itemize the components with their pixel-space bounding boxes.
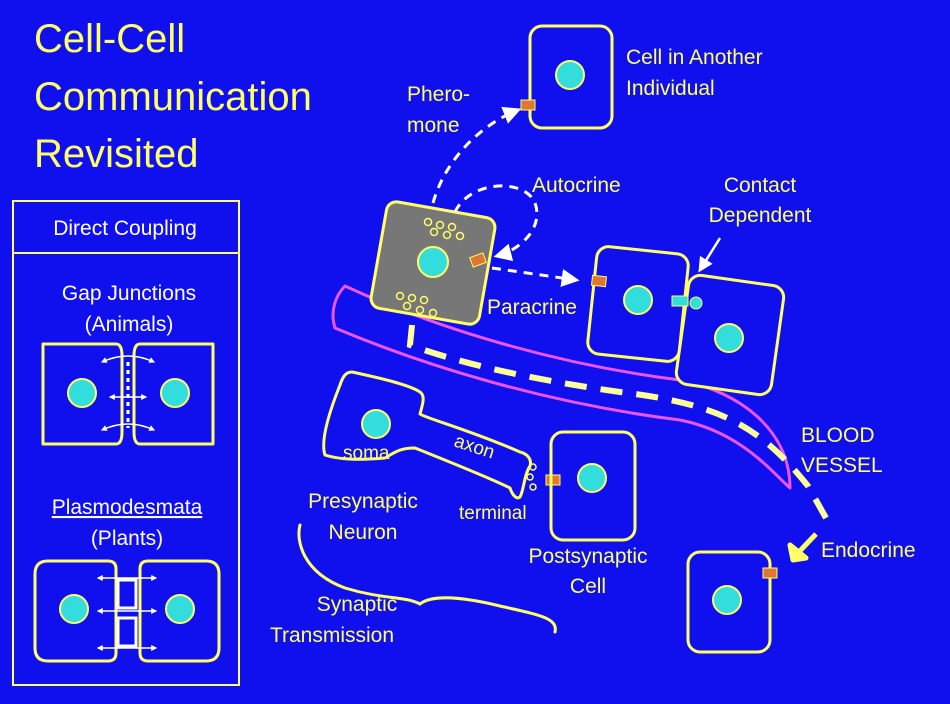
plant-cell-right	[138, 559, 221, 663]
terminal-label: terminal	[459, 503, 527, 524]
receptor-icon	[469, 252, 487, 268]
title-line-2: Communication	[34, 75, 312, 119]
cell-another-label-line2: Individual	[626, 77, 715, 100]
cell-nucleus	[577, 463, 607, 493]
axon-label: axon	[451, 431, 497, 464]
slide-title: Cell-Cell Communication Revisited	[34, 17, 312, 176]
receptor-icon	[590, 274, 608, 288]
cell-another-label-line1: Cell in Another	[626, 46, 763, 69]
autocrine-label: Autocrine	[532, 174, 621, 197]
direct-coupling-panel: Direct Coupling Gap Junctions (Animals) …	[12, 200, 240, 686]
plasmodesmata-label: Plasmodesmata	[52, 496, 203, 519]
blood-vessel	[331, 284, 829, 520]
cell-nucleus	[714, 323, 744, 353]
gap-junction-illustration	[41, 342, 215, 446]
blood-vessel-label: BLOOD VESSEL	[801, 424, 883, 477]
receptor-icon	[545, 474, 561, 486]
presynaptic-neuron	[322, 370, 561, 500]
gap-junctions-sublabel: (Animals)	[85, 313, 174, 336]
title-line-3: Revisited	[34, 132, 199, 176]
plasmodesmata-illustration	[33, 559, 221, 663]
contact-ligand-icon	[689, 296, 703, 310]
panel-frame	[12, 200, 240, 686]
presynaptic-label-line1: Presynaptic	[308, 490, 418, 513]
endocrine-route	[406, 324, 829, 520]
postsynaptic-cell	[549, 430, 637, 542]
gap-exchange-arrow	[100, 355, 156, 363]
plant-cell-left	[33, 559, 118, 663]
pheromone-label-line2: mone	[407, 114, 460, 137]
postsynaptic-label-line1: Postsynaptic	[528, 545, 647, 568]
synaptic-label-line1: Synaptic	[317, 593, 398, 616]
cell-nucleus	[555, 60, 585, 90]
pheromone-arrow	[431, 106, 522, 204]
contact-label-line1: Contact	[724, 174, 797, 197]
panel-header: Direct Coupling	[53, 217, 197, 240]
paracrine-arrow	[491, 266, 580, 287]
gap-junctions-label: Gap Junctions	[62, 282, 196, 305]
vessel-outline	[331, 284, 792, 490]
gap-cell-right	[132, 342, 215, 446]
cell-nucleus	[623, 285, 653, 315]
blood-vessel-label-line1: BLOOD	[801, 424, 875, 447]
secretory-vesicles-bottom	[395, 291, 438, 318]
endocrine-arrow	[787, 532, 818, 563]
soma-label: soma	[343, 443, 390, 464]
autocrine-arrow	[453, 184, 539, 262]
blood-vessel-label-line2: VESSEL	[801, 454, 883, 477]
gap-nucleus-right	[160, 378, 190, 408]
synaptic-label-line2: Transmission	[270, 624, 394, 647]
synaptic-brace	[297, 523, 557, 634]
endocrine-label: Endocrine	[821, 539, 916, 562]
plasmodesma-channel	[116, 578, 138, 610]
neuron-outline	[322, 370, 532, 500]
contact-receptor-icon	[671, 295, 689, 307]
presynaptic-label-line2: Neuron	[329, 521, 398, 544]
contact-arrow	[698, 237, 722, 273]
gap-exchange-arrow	[100, 423, 156, 431]
paracrine-label: Paracrine	[487, 296, 577, 319]
plasmodesma-channel	[116, 616, 138, 648]
plasmodesmata-sublabel: (Plants)	[91, 527, 163, 550]
endocrine-target-cell	[686, 550, 778, 654]
neuron-nucleus	[361, 409, 391, 439]
receptor-icon	[520, 99, 536, 111]
cell-another-individual	[520, 24, 614, 130]
cell-nucleus	[712, 585, 742, 615]
plant-nucleus-left	[59, 594, 89, 624]
contact-cell	[674, 273, 786, 397]
receptor-icon	[762, 567, 778, 579]
postsynaptic-label-line2: Cell	[570, 575, 606, 598]
plant-nucleus-right	[165, 594, 195, 624]
synaptic-vesicles	[526, 463, 537, 491]
gap-cell-left	[41, 342, 124, 446]
cell-outline	[549, 430, 637, 542]
pheromone-label-line1: Phero-	[407, 83, 470, 106]
gap-nucleus-left	[67, 378, 97, 408]
title-line-1: Cell-Cell	[34, 17, 185, 61]
secreting-cell	[369, 200, 497, 326]
secreting-cell-nucleus	[417, 246, 449, 278]
cell-outline	[686, 550, 772, 654]
contact-label-line2: Dependent	[709, 204, 812, 227]
secretory-vesicles-top	[423, 217, 465, 241]
cell-outline	[528, 24, 614, 130]
